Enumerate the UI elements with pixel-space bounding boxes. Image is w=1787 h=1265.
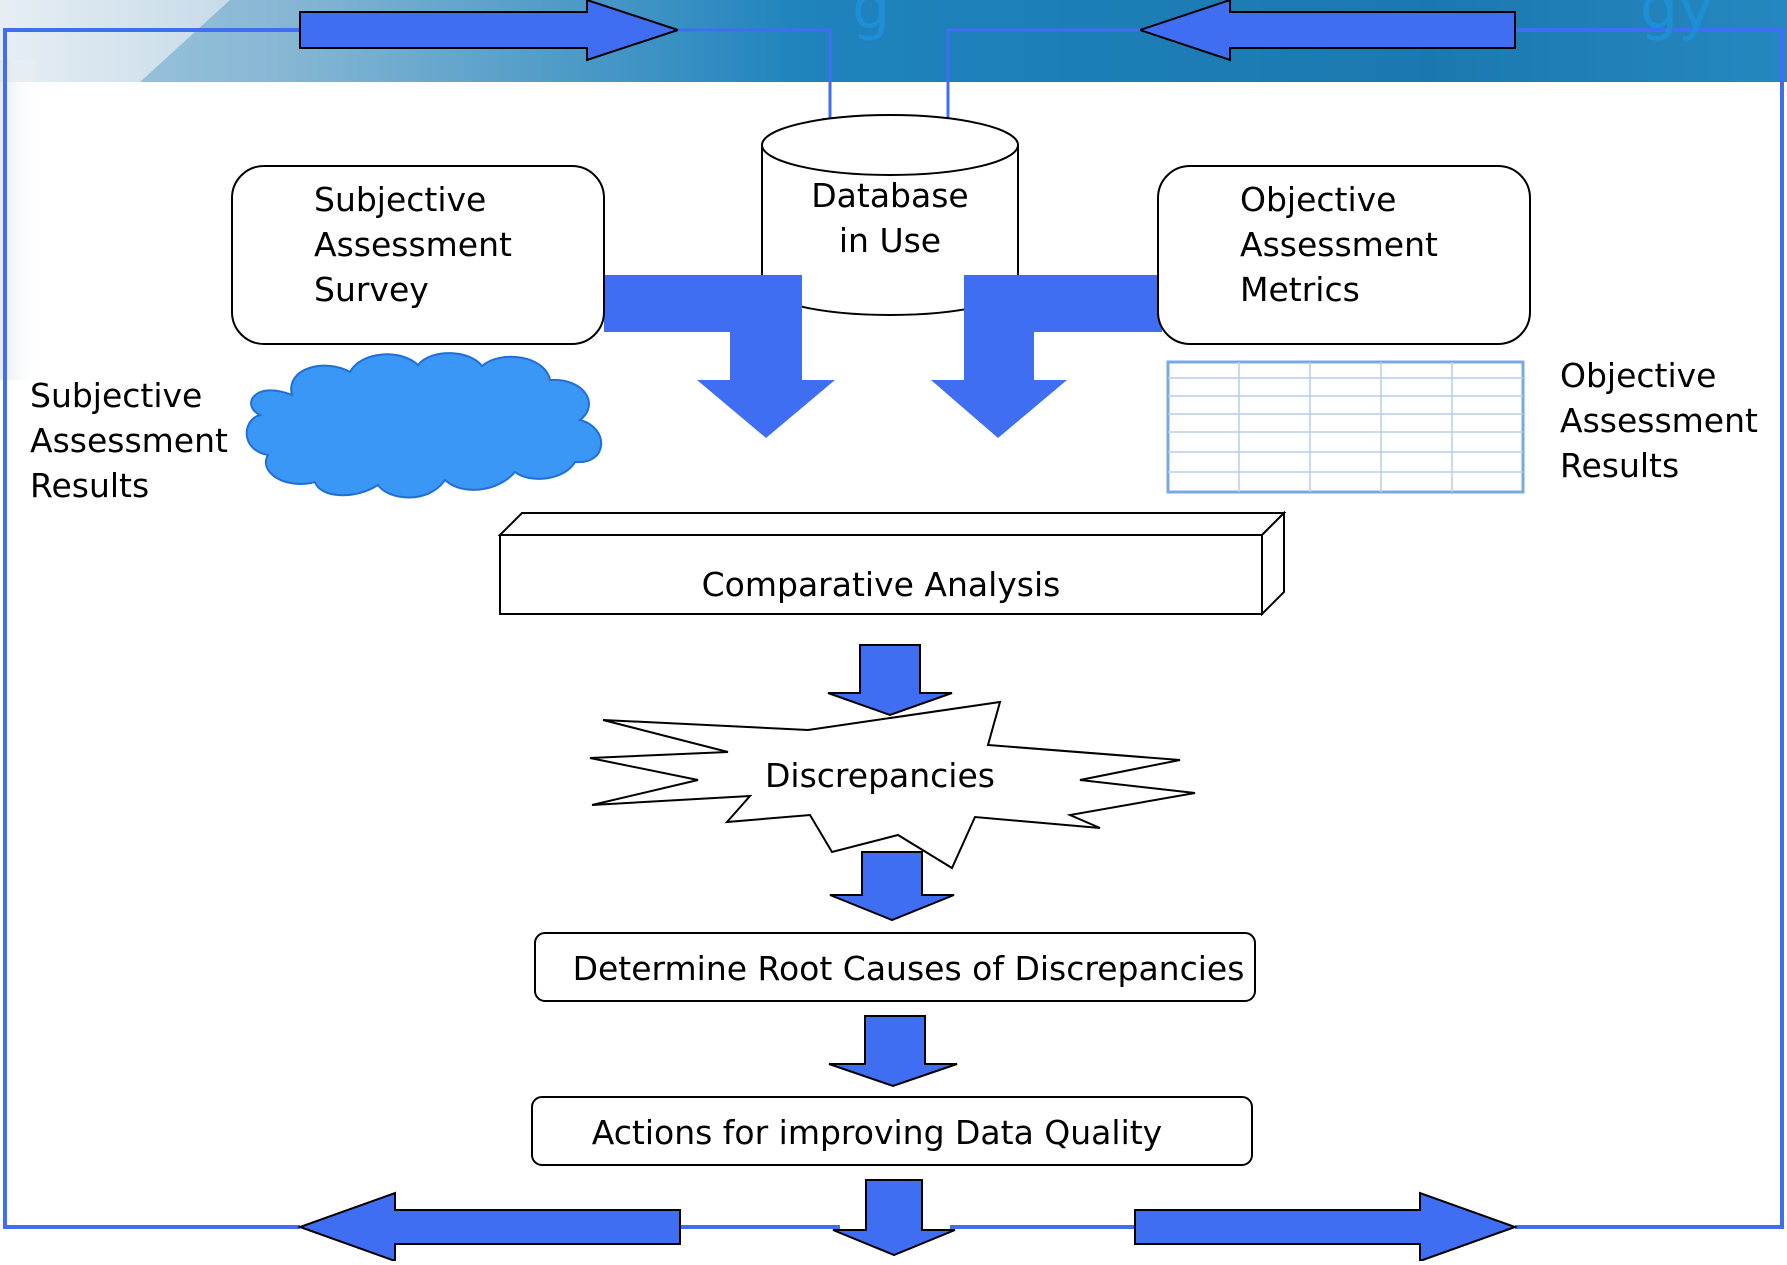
database-label: Database in Use [811,176,969,260]
objective-to-analysis-arrow [931,275,1162,438]
title-fragment-right: gy [1640,0,1714,43]
root-causes-label: Determine Root Causes of Discrepancies [572,949,1245,988]
bottom-right-right-arrow [1134,1191,1518,1263]
discrepancies-label: Discrepancies [765,756,995,795]
explosion-burst-icon [589,700,1196,870]
actions-label: Actions for improving Data Quality [591,1113,1163,1152]
subjective-results-label: Subjective Assessment Results [30,376,228,505]
actions-box [531,1096,1253,1166]
table-icon [1166,360,1525,494]
objective-results-label: Objective Assessment Results [1560,356,1758,485]
root-causes-to-actions-arrow [828,1015,958,1088]
objective-metrics-label: Objective Assessment Metrics [1240,180,1438,309]
analysis-to-discrepancies-arrow [827,644,953,717]
bottom-left-left-arrow [297,1191,681,1263]
actions-down-arrow [832,1179,956,1257]
discrepancies-to-root-causes-arrow [829,851,955,922]
subjective-survey-box [231,165,605,345]
top-right-left-arrow [1136,0,1516,62]
top-left-right-arrow [299,0,682,62]
title-fragment-left: g [852,0,891,43]
root-causes-box [534,932,1256,1002]
database-input-connectors [678,28,1140,125]
objective-metrics-box [1157,165,1531,345]
cloud-icon [245,352,603,499]
comparative-analysis-label: Comparative Analysis [701,565,1061,604]
database-cylinder-icon [761,114,1019,316]
feedback-loop-frame [3,28,1784,1229]
comparative-analysis-box [497,510,1287,617]
subjective-to-analysis-arrow [604,275,835,438]
subjective-survey-label: Subjective Assessment Survey [314,180,512,309]
